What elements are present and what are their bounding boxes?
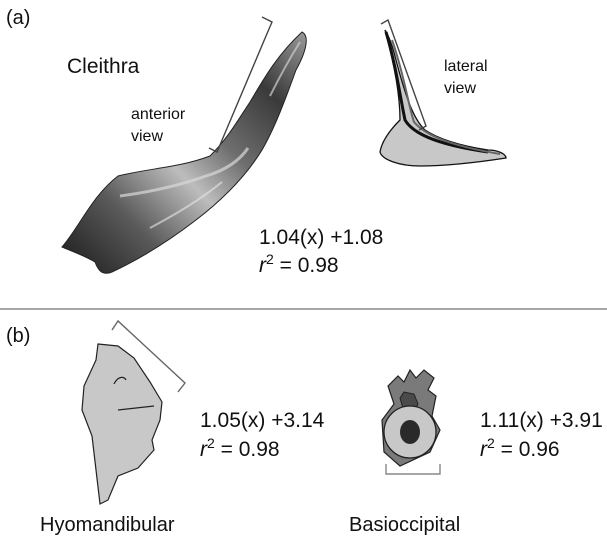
view-line: view <box>131 126 185 148</box>
cleithra-title: Cleithra <box>67 56 139 77</box>
squared-exponent: 2 <box>266 251 274 267</box>
basioccipital-r-squared: r2 = 0.96 <box>480 436 560 460</box>
basioccipital-equation: 1.11(x) +3.91 <box>480 410 603 431</box>
hyomandibular-equation: 1.05(x) +3.14 <box>200 410 324 431</box>
lateral-line: lateral <box>444 56 488 78</box>
r-symbol: r <box>259 254 266 277</box>
cleithra-equation: 1.04(x) +1.08 <box>259 227 383 248</box>
panel-b-label: (b) <box>6 326 30 346</box>
hyomandibular-r-squared: r2 = 0.98 <box>200 436 280 460</box>
basioccipital-label: Basioccipital <box>349 515 460 535</box>
r-squared-value: = 0.98 <box>215 438 280 461</box>
anterior-view-label: anterior view <box>131 104 185 148</box>
view-line: view <box>444 78 488 100</box>
panel-a-label: (a) <box>6 8 30 28</box>
basioccipital-drawing <box>382 370 440 466</box>
hyomandibular-label: Hyomandibular <box>40 515 175 535</box>
squared-exponent: 2 <box>207 435 215 451</box>
r-symbol: r <box>480 438 487 461</box>
anterior-line: anterior <box>131 104 185 126</box>
squared-exponent: 2 <box>487 435 495 451</box>
r-symbol: r <box>200 438 207 461</box>
hyomandibular-drawing <box>82 344 162 504</box>
basioccipital-length-bracket <box>386 464 440 474</box>
lateral-view-label: lateral view <box>444 56 488 100</box>
cleithra-r-squared: r2 = 0.98 <box>259 252 339 276</box>
r-squared-value: = 0.96 <box>495 438 560 461</box>
r-squared-value: = 0.98 <box>274 254 339 277</box>
